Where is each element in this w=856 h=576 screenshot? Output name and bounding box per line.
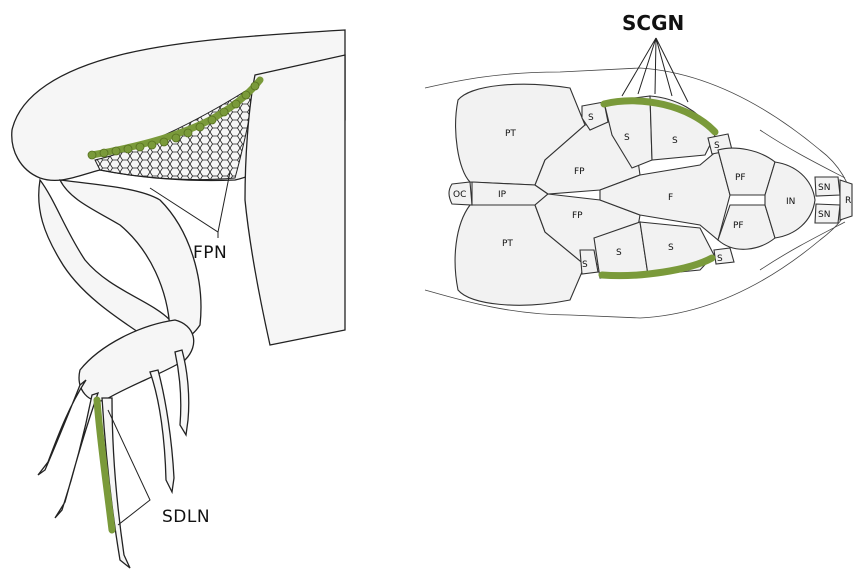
scgn-leaders: [622, 38, 688, 102]
label-s-bot-right: S: [717, 254, 723, 264]
label-sn-bottom: SN: [818, 210, 830, 220]
label-oc: OC: [453, 190, 466, 200]
head-dorsal-illustration: PT PT OC IP FP FP F S S S S S S S S PF P…: [425, 11, 852, 318]
label-f: F: [668, 193, 673, 203]
label-r: R: [845, 196, 851, 206]
label-pt-bottom: PT: [502, 239, 513, 249]
body-side: [245, 55, 345, 345]
label-pt-top: PT: [505, 129, 516, 139]
sdln-label: SDLN: [162, 507, 210, 527]
label-fp-bottom: FP: [572, 211, 583, 221]
label-sn-top: SN: [818, 183, 830, 193]
label-fp-top: FP: [574, 167, 585, 177]
label-s-top-small: S: [588, 113, 594, 123]
label-pf-bottom: PF: [733, 221, 744, 231]
label-pf-top: PF: [735, 173, 746, 183]
label-s-bot-2: S: [668, 243, 674, 253]
label-s-bot-small: S: [582, 260, 588, 270]
label-ip: IP: [498, 190, 507, 200]
label-s-top-1: S: [624, 133, 630, 143]
label-s-top-right: S: [714, 141, 720, 151]
hind-limb-illustration: FPN SDLN: [12, 30, 345, 568]
fpn-label: FPN: [193, 243, 227, 263]
label-s-top-2: S: [672, 136, 678, 146]
label-s-bot-1: S: [616, 248, 622, 258]
label-in: IN: [786, 197, 795, 207]
scgn-label: SCGN: [622, 11, 684, 35]
